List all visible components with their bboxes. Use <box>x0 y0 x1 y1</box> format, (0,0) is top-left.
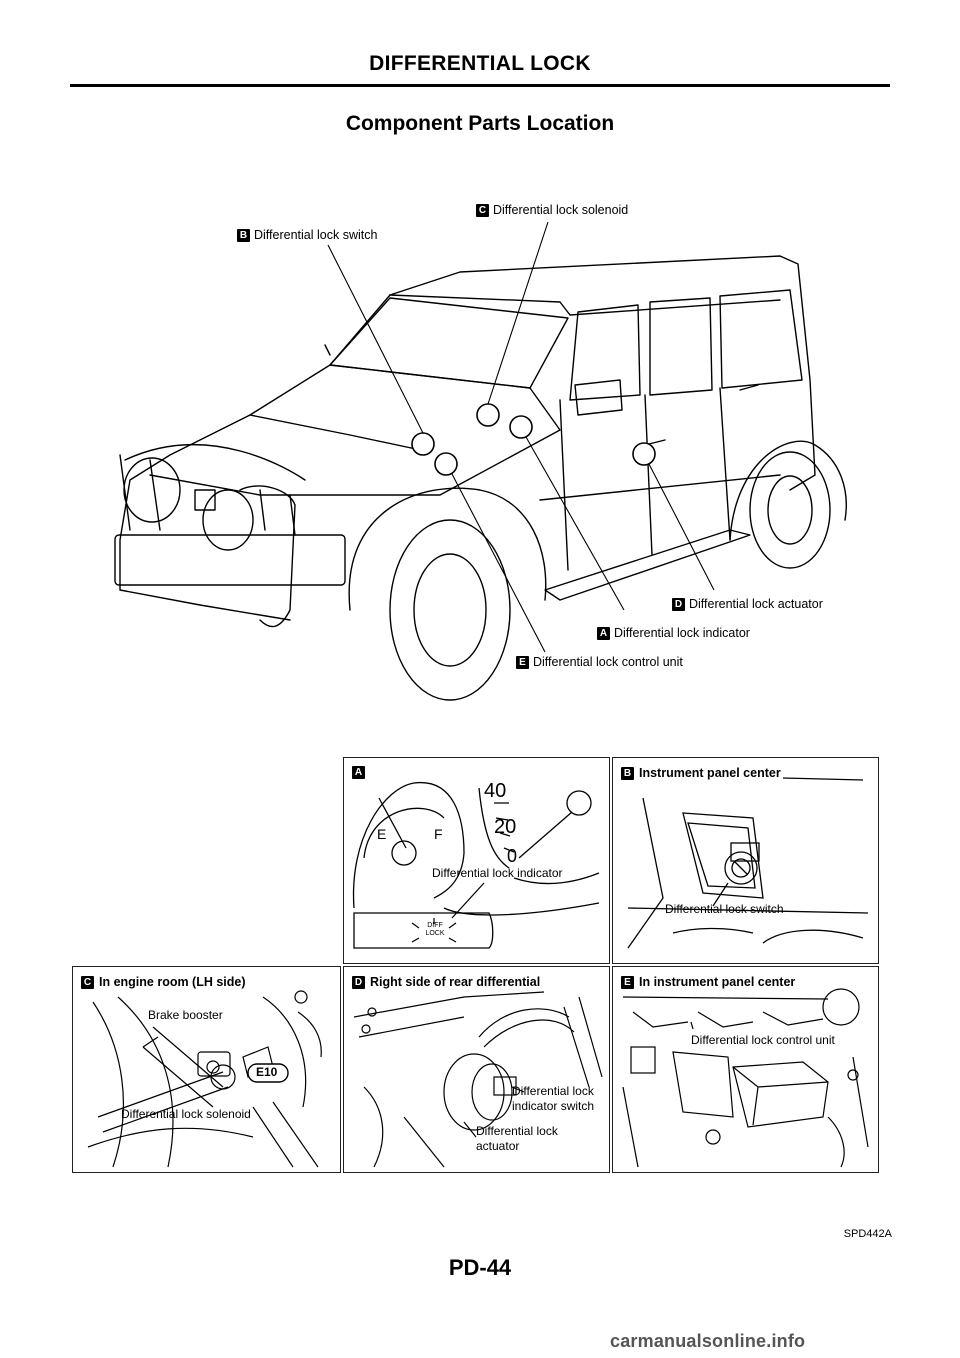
brake-booster-label: Brake booster <box>148 1008 223 1022</box>
callout-actuator: D Differential lock actuator <box>672 597 823 611</box>
panel-title: C In engine room (LH side) <box>81 975 246 989</box>
panel-title-text: Instrument panel center <box>639 766 781 780</box>
panel-badge: B <box>621 766 634 780</box>
callout-label: Differential lock switch <box>254 228 378 242</box>
callout-badge: C <box>476 203 489 217</box>
detail-panel-c: C In engine room (LH side) Brake booster… <box>72 966 341 1173</box>
indicator-switch-label-line2: indicator switch <box>512 1099 595 1113</box>
speed-40-label: 40 <box>484 780 507 802</box>
panel-title: E In instrument panel center <box>621 975 795 989</box>
switch-label: Differential lock switch <box>665 902 784 916</box>
panel-badge: C <box>81 975 94 989</box>
page-number: PD-44 <box>448 1255 512 1280</box>
callout-label: Differential lock actuator <box>689 597 823 611</box>
panel-title: D Right side of rear differential <box>352 975 540 989</box>
detail-panel-d: D Right side of rear differential Differ… <box>343 966 610 1173</box>
section-header: DIFFERENTIAL LOCK <box>369 52 591 75</box>
speed-20-label: 20 <box>494 816 517 838</box>
rear-differential-illustration <box>353 991 603 1168</box>
panel-badge: E <box>621 975 634 989</box>
callout-label: Differential lock indicator <box>614 626 750 640</box>
vehicle-illustration <box>114 221 847 701</box>
callout-badge: E <box>516 655 529 669</box>
switch-illustration <box>627 777 869 949</box>
panel-badge: A <box>352 766 365 779</box>
page-title: Component Parts Location <box>345 112 615 135</box>
control-unit-illustration <box>622 988 869 1168</box>
detail-panel-b: B Instrument panel center Differential l… <box>612 757 879 964</box>
fuel-gauge-e-label: E <box>377 826 387 842</box>
instrument-cluster-illustration <box>352 782 600 949</box>
callout-badge: A <box>597 626 610 640</box>
fuel-gauge-f-label: F <box>434 826 443 842</box>
panel-title-text: In instrument panel center <box>639 975 796 989</box>
panel-title: A <box>352 766 370 779</box>
figure-code: SPD442A <box>843 1228 892 1240</box>
engine-room-illustration <box>87 990 322 1168</box>
callout-switch: B Differential lock switch <box>237 228 377 242</box>
callout-label: Differential lock solenoid <box>493 203 629 217</box>
callout-badge: B <box>237 228 250 242</box>
control-unit-label: Differential lock control unit <box>691 1033 835 1047</box>
callout-label: Differential lock control unit <box>533 655 683 669</box>
actuator-label-line1: Differential lock <box>476 1124 558 1138</box>
panel-title-text: Right side of rear differential <box>370 975 541 989</box>
panel-title: B Instrument panel center <box>621 766 781 780</box>
diff-lock-lamp-label: DIFF LOCK <box>425 922 445 937</box>
callout-indicator: A Differential lock indicator <box>597 626 750 640</box>
watermark[interactable]: carmanualsonline.info <box>610 1331 806 1351</box>
actuator-label-line2: actuator <box>476 1139 520 1153</box>
speed-0-label: 0 <box>507 846 518 866</box>
indicator-label: Differential lock indicator <box>432 866 563 880</box>
callout-badge: D <box>672 597 685 611</box>
indicator-switch-label-line1: Differential lock <box>512 1084 594 1098</box>
connector-e10-label: E10 <box>256 1065 278 1079</box>
callout-control-unit: E Differential lock control unit <box>516 655 683 669</box>
solenoid-label: Differential lock solenoid <box>121 1107 251 1121</box>
panel-badge: D <box>352 975 365 989</box>
callout-solenoid: C Differential lock solenoid <box>476 203 628 217</box>
panel-title-text: In engine room (LH side) <box>99 975 246 989</box>
detail-panel-a: A E F 40 20 0 Differential lock indicato… <box>343 757 610 964</box>
detail-panel-e: E In instrument panel center Differentia… <box>612 966 879 1173</box>
header-rule <box>70 84 890 87</box>
